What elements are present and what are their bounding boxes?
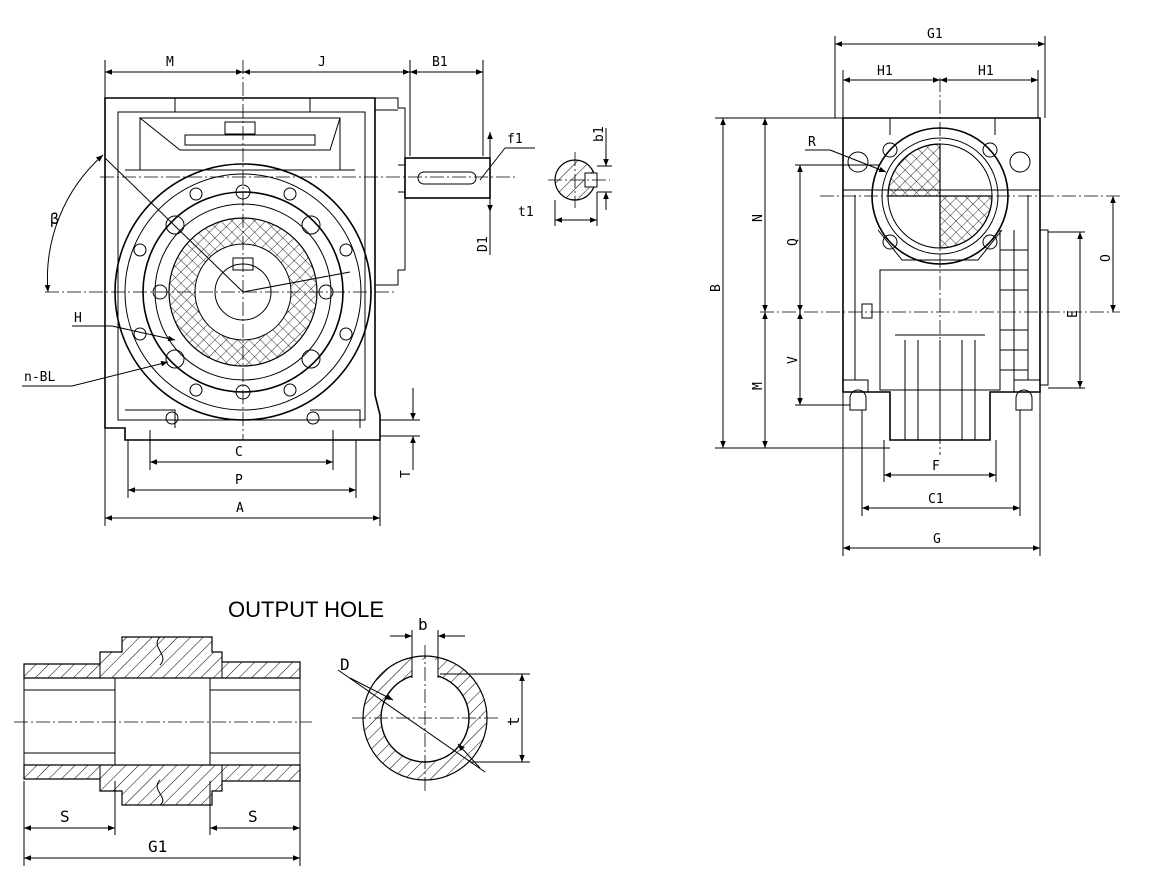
dim-label-V: V (786, 356, 801, 364)
dim-label-B: B (709, 284, 724, 292)
front-view: M J B1 f1 D1 β H n-BL C P A (22, 55, 535, 526)
dim-label-G: G (933, 532, 941, 547)
side-view: G1 H1 H1 R B N M Q V O E (709, 27, 1120, 556)
output-hole-section: S S G1 (14, 636, 312, 866)
input-shaft-section: b1 t1 (518, 126, 612, 226)
dim-label-G1-hole: G1 (148, 837, 167, 856)
dim-label-E: E (1066, 310, 1081, 318)
dim-label-nBL: n-BL (24, 370, 55, 385)
dim-label-b1: b1 (592, 126, 607, 142)
output-hole-bore: b D t (337, 615, 530, 792)
dim-label-M: M (166, 55, 174, 70)
dim-label-J: J (318, 55, 326, 70)
dim-label-N: N (751, 214, 766, 222)
dim-label-R: R (808, 135, 816, 150)
dim-label-Q: Q (786, 238, 801, 246)
dim-label-b: b (418, 615, 428, 634)
dim-label-G1-side: G1 (927, 27, 943, 42)
dim-label-S-left: S (60, 807, 70, 826)
dim-label-D: D (340, 655, 350, 674)
dim-label-t1: t1 (518, 205, 534, 220)
dim-label-beta: β (50, 210, 59, 228)
dim-label-f1: f1 (507, 132, 523, 147)
dim-label-C1: C1 (928, 492, 944, 507)
dim-label-T: T (399, 470, 414, 478)
dim-label-H: H (74, 311, 82, 326)
dim-label-F: F (932, 459, 940, 474)
dim-label-C: C (235, 445, 243, 460)
dim-label-M-side: M (751, 382, 766, 390)
dim-label-H1-right: H1 (978, 64, 994, 79)
dim-label-D1: D1 (476, 236, 491, 252)
dim-label-P: P (235, 473, 243, 488)
dim-label-A: A (236, 501, 244, 516)
output-hole-title: OUTPUT HOLE (228, 597, 384, 622)
dim-label-S-right: S (248, 807, 258, 826)
dim-label-H1-left: H1 (877, 64, 893, 79)
dim-label-O: O (1099, 254, 1114, 262)
dim-label-t: t (504, 716, 523, 726)
dim-label-B1: B1 (432, 55, 448, 70)
